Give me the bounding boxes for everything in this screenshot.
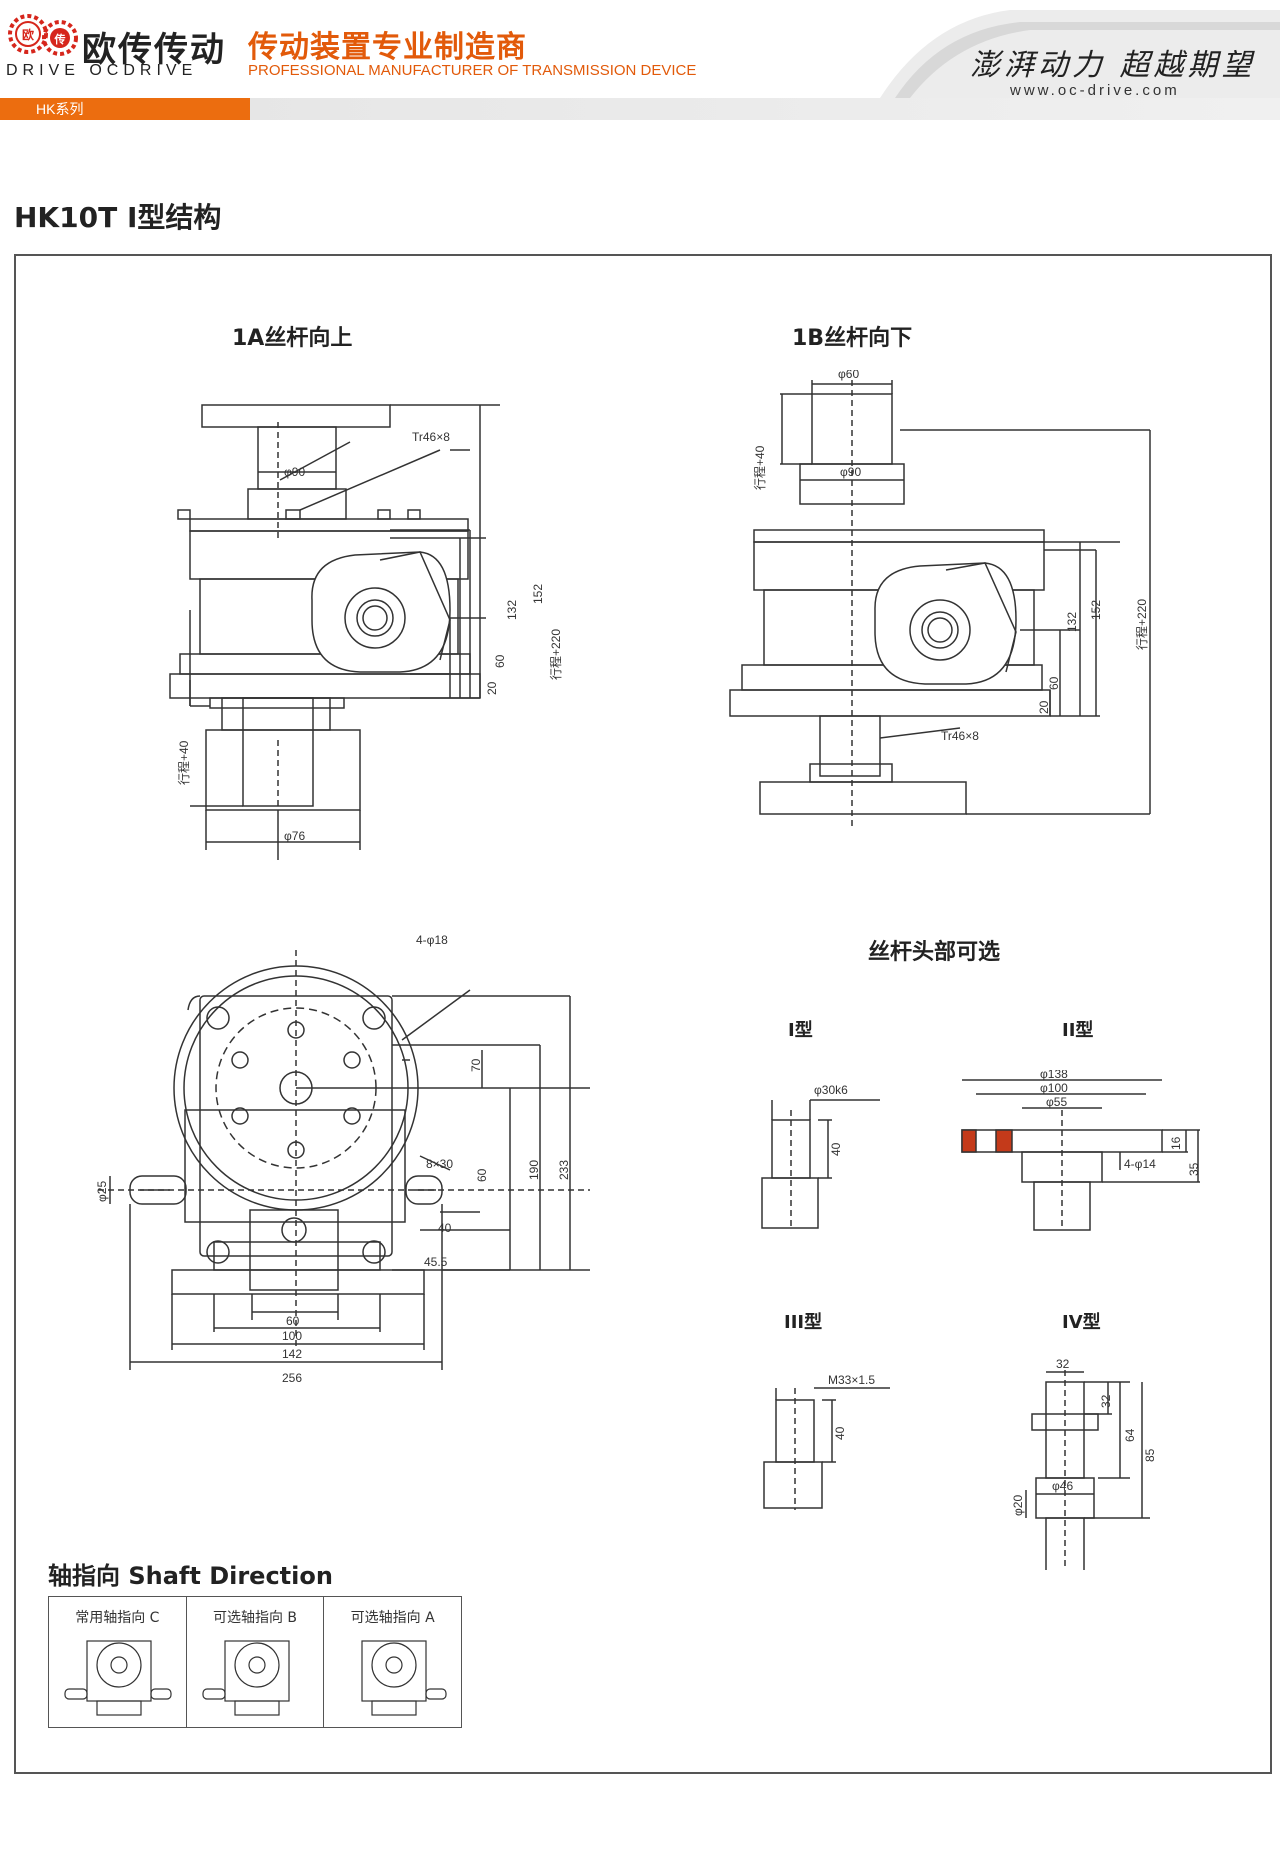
dim-60-1b: 60 bbox=[1047, 676, 1061, 690]
dim-stroke-1a: 行程+40 bbox=[176, 740, 191, 785]
dim-m33-type3: M33×1.5 bbox=[828, 1373, 875, 1387]
dim-60-top: 60 bbox=[286, 1314, 300, 1328]
dim-85-type4: 85 bbox=[1143, 1448, 1157, 1462]
dim-20-1a: 20 bbox=[485, 681, 499, 695]
dim-152-1b: 152 bbox=[1089, 600, 1103, 620]
view-1b-drawing bbox=[729, 380, 1151, 830]
dim-32-type4: 32 bbox=[1099, 1394, 1113, 1408]
view-1a-title: 1A丝杆向上 bbox=[232, 326, 353, 351]
dim-142-top: 142 bbox=[282, 1347, 302, 1361]
dim-thread-1b: Tr46×8 bbox=[941, 729, 979, 743]
gearbox-thumb-icon bbox=[361, 1640, 447, 1716]
dim-40-type1: 40 bbox=[829, 1142, 843, 1156]
website-link[interactable]: www.oc-drive.com bbox=[1010, 82, 1180, 99]
top-view-labels: 4-φ18 70 190 233 8×30 60 40 45.5 φ25 60 … bbox=[95, 933, 571, 1385]
dim-60-1a: 60 bbox=[493, 654, 507, 668]
slogan-cn: 传动装置专业制造商 bbox=[248, 30, 527, 65]
dim-thread-1a: Tr46×8 bbox=[412, 430, 450, 444]
shaft-option-c: 常用轴指向 C bbox=[49, 1597, 187, 1727]
dim-phi138-type2: φ138 bbox=[1040, 1070, 1068, 1081]
top-view-drawing bbox=[98, 950, 590, 1370]
dim-phi20-type4: φ20 bbox=[1011, 1495, 1025, 1516]
gearbox-thumb-icon bbox=[64, 1640, 172, 1716]
dim-152-1a: 152 bbox=[531, 584, 545, 604]
brand-name-cn: 欧传传动 bbox=[82, 30, 226, 70]
shaft-option-b: 可选轴指向 B bbox=[187, 1597, 325, 1727]
slogan-en: PROFESSIONAL MANUFACTURER OF TRANSMISSIO… bbox=[248, 62, 697, 79]
shaft-option-a: 可选轴指向 A bbox=[324, 1597, 461, 1727]
page-header: HK系列 欧 传 欧传传动 DRIVE OCDRIVE 传动装置专业制造商 PR… bbox=[0, 0, 1280, 120]
dim-20-1b: 20 bbox=[1037, 700, 1051, 714]
dim-100-top: 100 bbox=[282, 1329, 302, 1343]
head-options-labels: φ30k6 40 φ138 φ100 φ55 16 35 4-φ14 M33×1… bbox=[814, 1070, 1201, 1516]
dim-phi25-top: φ25 bbox=[95, 1181, 109, 1202]
view-1a-drawing bbox=[169, 404, 500, 860]
dim-220-1a: 行程+220 bbox=[548, 629, 563, 680]
type4-label: IV型 bbox=[1062, 1312, 1101, 1333]
series-tab: HK系列 bbox=[0, 98, 250, 120]
gear-logo-icon: 欧 传 bbox=[8, 14, 78, 56]
dim-132-1a: 132 bbox=[505, 600, 519, 620]
dim-233-top: 233 bbox=[557, 1160, 571, 1180]
motto: 澎湃动力 超越期望 bbox=[970, 48, 1256, 83]
dim-40-top: 40 bbox=[438, 1221, 452, 1235]
dim-phi100-type2: φ100 bbox=[1040, 1081, 1068, 1095]
shaft-direction-table: 常用轴指向 C 可选轴指向 B 可选轴指向 A bbox=[48, 1596, 462, 1728]
dim-holes-type2: 4-φ14 bbox=[1124, 1157, 1156, 1171]
head-options-title: 丝杆头部可选 bbox=[868, 940, 1001, 965]
type1-label: I型 bbox=[788, 1020, 813, 1041]
dim-40-type3: 40 bbox=[833, 1426, 847, 1440]
header-gray-bar bbox=[0, 98, 1280, 120]
dim-stroke-1b: 行程+40 bbox=[752, 445, 767, 490]
shaft-option-label: 可选轴指向 A bbox=[350, 1610, 435, 1626]
dim-16-type2: 16 bbox=[1169, 1136, 1183, 1150]
drawing-frame bbox=[14, 254, 1272, 1774]
dim-45-top: 45.5 bbox=[424, 1255, 448, 1269]
dim-32w-type4: 32 bbox=[1056, 1357, 1070, 1371]
dim-phi60-1b: φ60 bbox=[838, 370, 859, 381]
shaft-option-label: 可选轴指向 B bbox=[212, 1610, 298, 1626]
dim-phi30-type1: φ30k6 bbox=[814, 1083, 848, 1097]
dim-phi90-1b: φ90 bbox=[840, 465, 861, 479]
brand-name-en: DRIVE OCDRIVE bbox=[6, 62, 198, 79]
type3-label: III型 bbox=[784, 1312, 823, 1333]
dim-holes-top: 4-φ18 bbox=[416, 933, 448, 947]
header-swoosh-graphic bbox=[0, 0, 1280, 120]
dim-190-top: 190 bbox=[527, 1160, 541, 1180]
view-1b-title: 1B丝杆向下 bbox=[792, 326, 913, 351]
dim-phi76-1a: φ76 bbox=[284, 829, 305, 843]
dim-64-type4: 64 bbox=[1123, 1428, 1137, 1442]
view-1a-labels: Tr46×8 φ90 φ76 132 152 行程+220 60 20 行程+4… bbox=[176, 430, 563, 843]
dim-key-top: 8×30 bbox=[426, 1157, 453, 1171]
dim-256-top: 256 bbox=[282, 1371, 302, 1385]
dim-132-1b: 132 bbox=[1065, 612, 1079, 632]
dim-35-type2: 35 bbox=[1187, 1162, 1201, 1176]
logo-char-bottom: 传 bbox=[54, 32, 66, 46]
shaft-option-label: 常用轴指向 C bbox=[75, 1610, 160, 1626]
dim-220-1b: 行程+220 bbox=[1134, 599, 1149, 650]
head-options-drawing bbox=[761, 1079, 1200, 1570]
page-title: HK10T I型结构 bbox=[14, 201, 222, 234]
dim-phi55-type2: φ55 bbox=[1046, 1095, 1067, 1109]
dim-phi90-1a: φ90 bbox=[284, 465, 305, 479]
dim-60v-top: 60 bbox=[475, 1168, 489, 1182]
type2-label: II型 bbox=[1062, 1020, 1094, 1041]
dim-phi46-type4: φ46 bbox=[1052, 1479, 1073, 1493]
view-1b-labels: φ60 φ90 行程+40 Tr46×8 132 152 行程+220 60 2… bbox=[752, 370, 1149, 743]
shaft-direction-title: 轴指向 Shaft Direction bbox=[48, 1562, 333, 1590]
dim-70-top: 70 bbox=[469, 1058, 483, 1072]
logo-char-top: 欧 bbox=[22, 27, 34, 42]
gearbox-thumb-icon bbox=[202, 1640, 290, 1716]
